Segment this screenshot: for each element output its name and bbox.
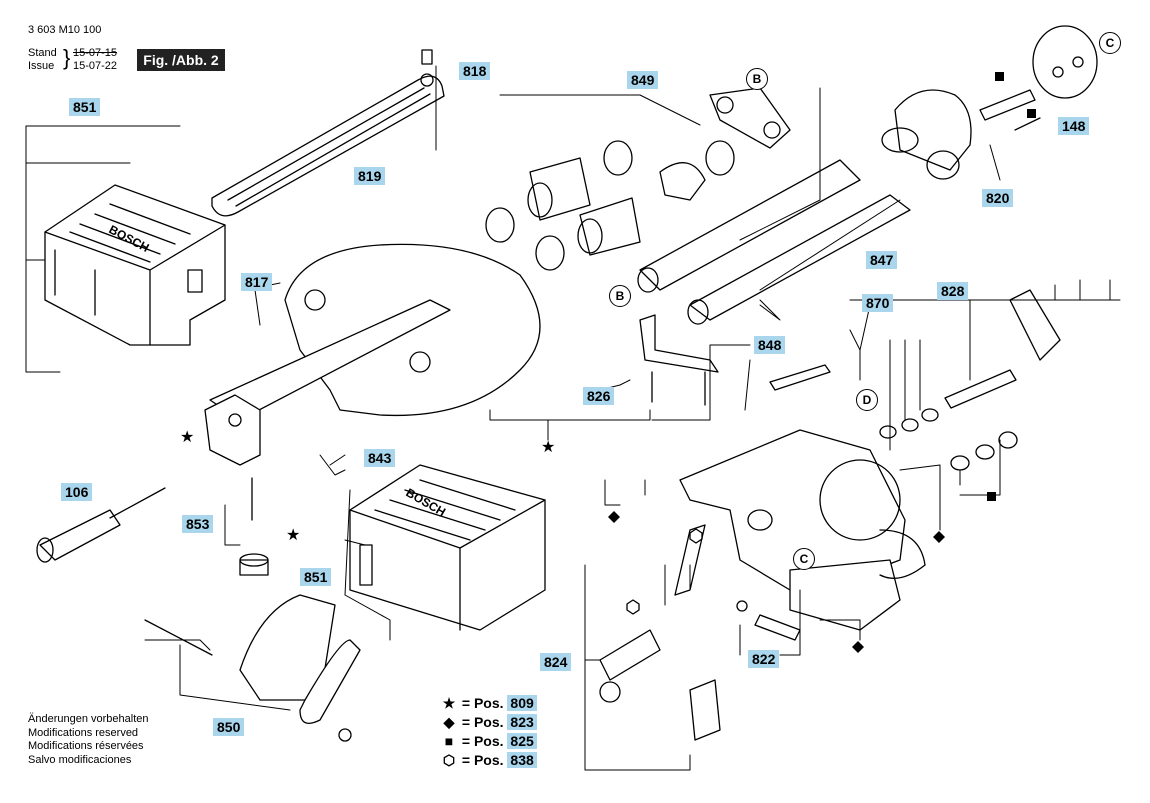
legend-hex-text: = Pos. (461, 752, 504, 768)
callout-850: 850 (213, 718, 245, 736)
bolt-822 (736, 600, 801, 641)
svg-text:★: ★ (180, 427, 194, 446)
bushings-849 (485, 87, 791, 271)
ref-letter-b-top: B (746, 68, 768, 90)
legend-square: ■ = Pos. 825 (440, 732, 537, 750)
guide-rails-847 (637, 159, 911, 325)
diamond-markers (608, 511, 945, 653)
note-fr: Modifications réservées (28, 740, 144, 752)
legend-diamond-code: 823 (507, 714, 537, 730)
motor-cover-right: BOSCH (349, 464, 546, 631)
star-markers: ★ ★ ★ (180, 427, 555, 544)
ref-letter-c-top: C (1099, 32, 1121, 54)
legend-star: ★ = Pos. 809 (440, 694, 537, 712)
callout-828: 828 (937, 282, 969, 300)
diamond-icon: ◆ (443, 714, 455, 730)
callout-870: 870 (862, 294, 894, 312)
callout-848: 848 (754, 336, 786, 354)
legend-square-code: 825 (507, 733, 537, 749)
figure-badge: Fig. /Abb. 2 (137, 49, 225, 71)
base-housing (679, 429, 1018, 631)
ref-letter-d: D (856, 389, 878, 411)
date-brace: } (63, 45, 71, 70)
legend-star-text: = Pos. (461, 695, 504, 711)
hexagon-icon: ⬡ (442, 752, 456, 768)
ref-letter-c-bottom: C (793, 548, 815, 570)
callout-820: 820 (982, 189, 1014, 207)
legend-hex: ⬡ = Pos. 838 (440, 751, 537, 769)
callout-847: 847 (866, 251, 898, 269)
legend-diamond-text: = Pos. (461, 714, 504, 730)
switch-bracket-824 (599, 524, 721, 741)
legend-hex-code: 838 (507, 752, 537, 768)
doc-number: 3 603 M10 100 (28, 24, 102, 36)
star-icon: ★ (442, 695, 456, 711)
square-markers (987, 72, 1036, 501)
legend-square-text: = Pos. (461, 733, 504, 749)
handle-shaft-828 (769, 289, 1061, 439)
callout-106: 106 (61, 483, 93, 501)
belt-guard-850 (144, 594, 361, 742)
svg-text:★: ★ (541, 437, 555, 456)
note-es: Salvo modificaciones (28, 753, 132, 766)
callout-817: 817 (241, 273, 273, 291)
note-de: Änderungen vorbehalten (28, 713, 149, 725)
callout-818: 818 (459, 62, 491, 80)
issue-label: Issue (28, 60, 55, 72)
callout-851-bottom: 851 (300, 568, 332, 586)
legend-star-code: 809 (507, 695, 537, 711)
stand-label: Stand (28, 47, 57, 59)
svg-text:★: ★ (286, 525, 300, 544)
lock-knob-106 (36, 487, 166, 563)
upper-blade-guard (204, 243, 541, 466)
callout-148: 148 (1058, 117, 1090, 135)
callout-853: 853 (182, 515, 214, 533)
callout-851-top: 851 (69, 98, 101, 116)
legend-diamond: ◆ = Pos. 823 (440, 713, 537, 731)
ref-letter-b-left: B (609, 285, 631, 307)
hex-markers (626, 528, 703, 615)
slider-arm-818 (211, 49, 445, 217)
callout-819: 819 (354, 167, 386, 185)
motor-cover-left: BOSCH (44, 184, 226, 346)
callout-824: 824 (540, 653, 572, 671)
issue-date: 15-07-22 (73, 60, 118, 72)
note-en: Modifications reserved (28, 726, 139, 739)
rail-head-housing (881, 25, 1098, 180)
foot-853 (239, 477, 269, 576)
callout-822: 822 (748, 650, 780, 668)
modification-notes: Änderungen vorbehalten Modifications res… (28, 713, 148, 767)
leader-lines (25, 65, 1121, 771)
callout-826: 826 (583, 387, 615, 405)
callout-843: 843 (364, 449, 396, 467)
square-icon: ■ (444, 733, 454, 749)
lever-848 (639, 314, 719, 406)
callout-849: 849 (627, 71, 659, 89)
stand-date: 15-07-15 (73, 47, 118, 59)
